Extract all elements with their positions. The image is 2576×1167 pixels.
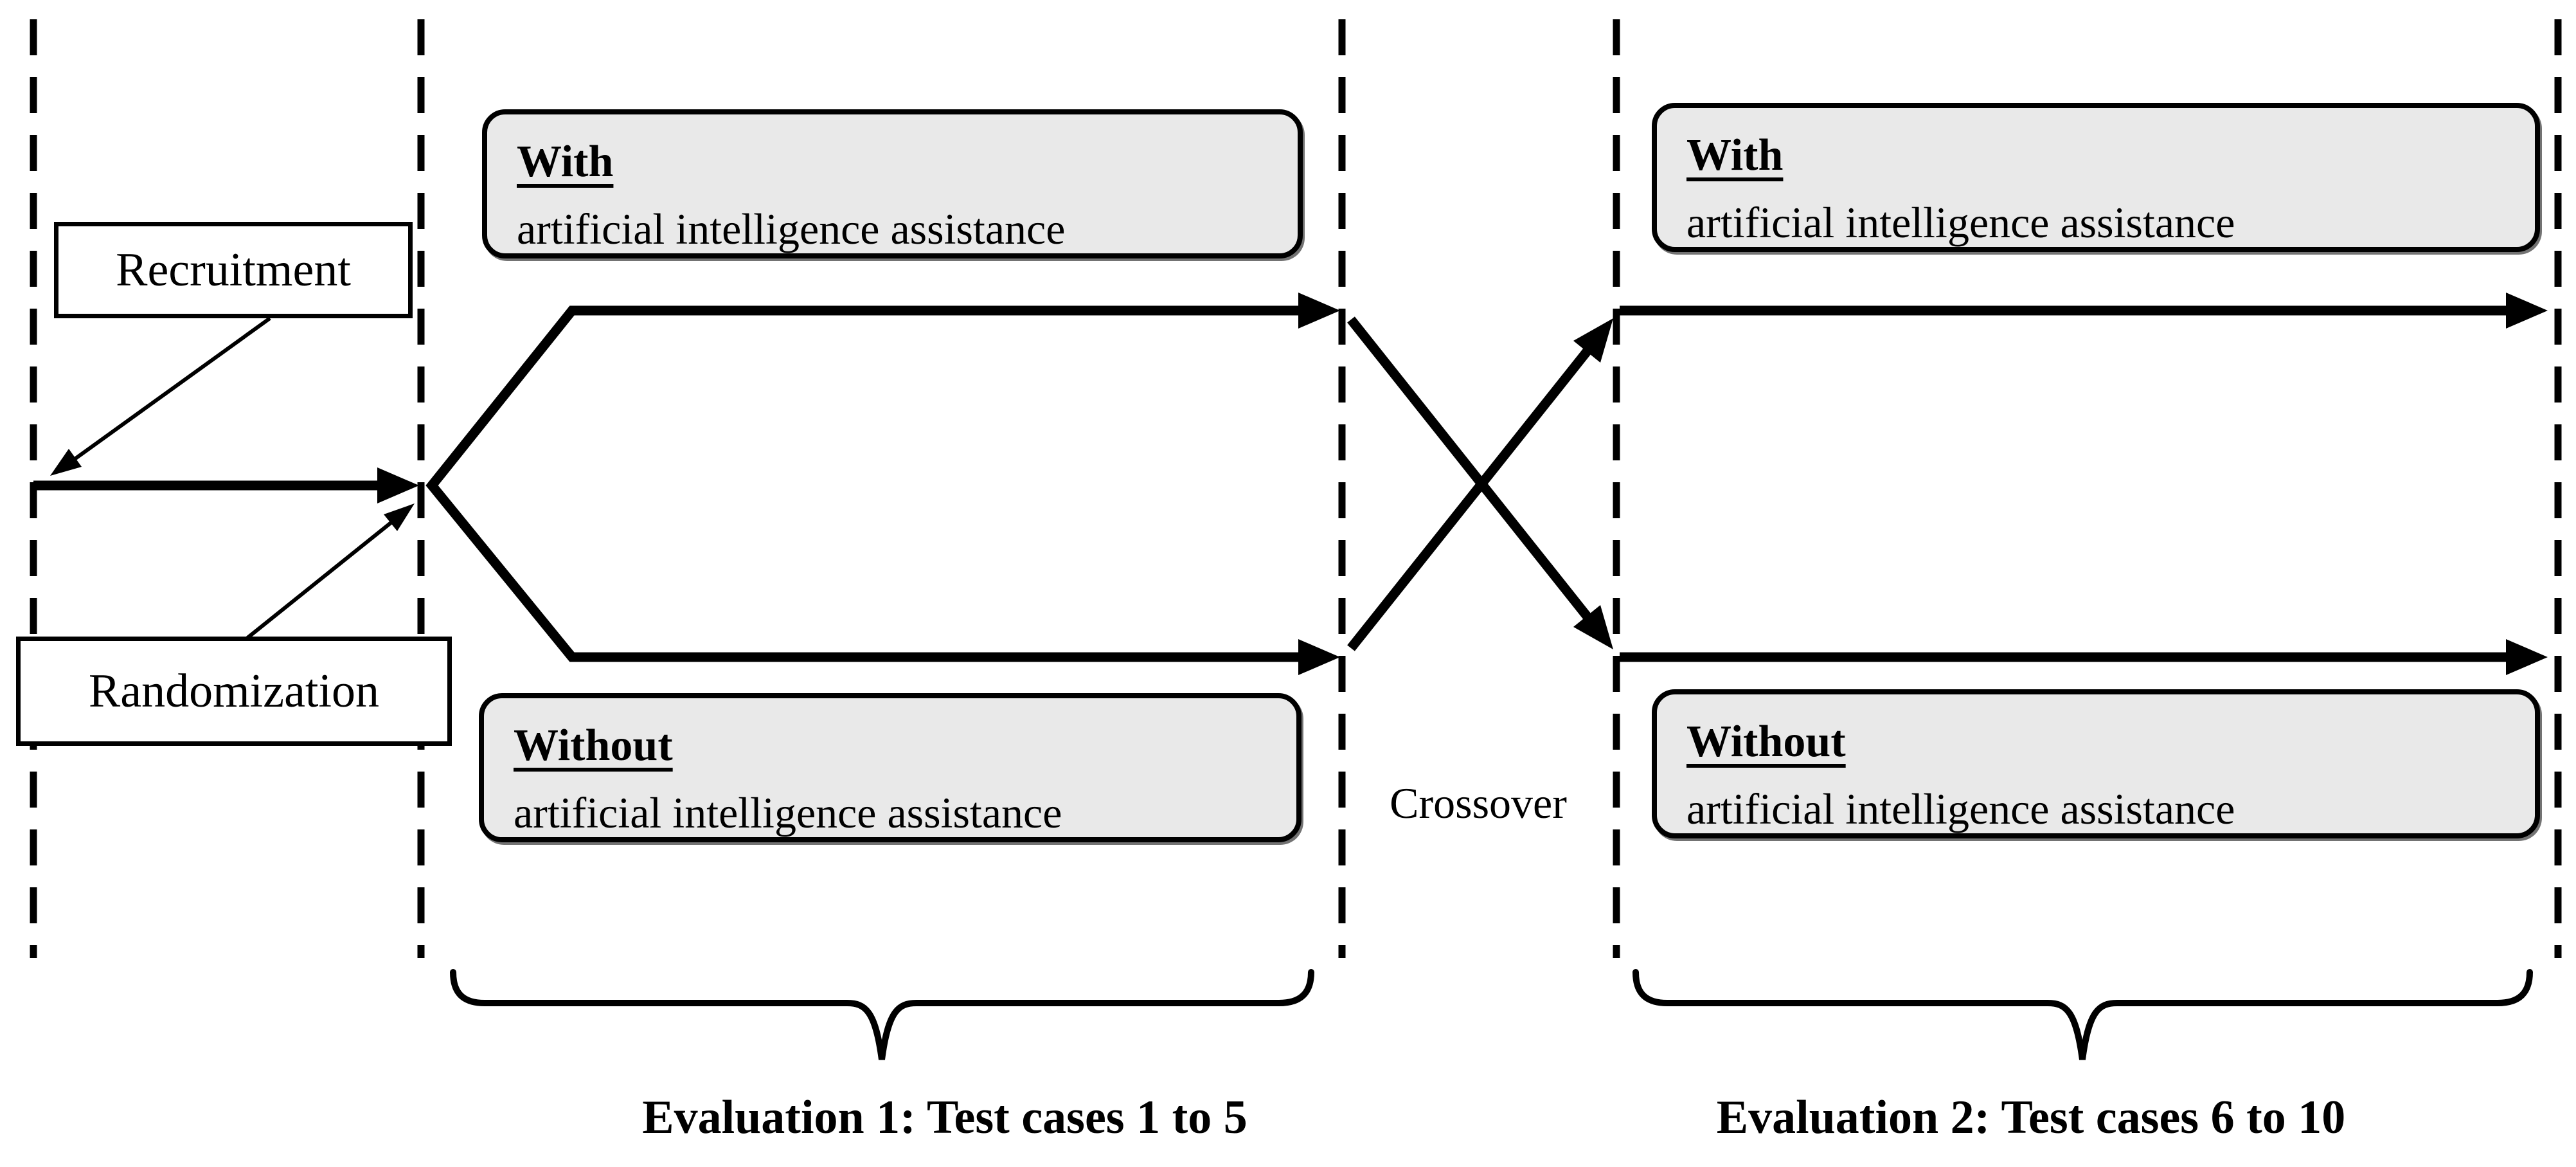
- randomization-callout-arrow: [246, 503, 415, 640]
- arm-subtitle-eval1-without: artificial intelligence assistance: [514, 788, 1062, 837]
- evaluation2-label: Evaluation 2: Test cases 6 to 10: [1716, 1091, 2346, 1144]
- eval1-top-arrowhead: [1298, 293, 1340, 329]
- arm-box-eval1-without: Without artificial intelligence assistan…: [479, 693, 1301, 842]
- arm-title-eval1-with: With: [517, 137, 614, 186]
- recruitment-callout-arrow: [50, 316, 271, 476]
- eval1-brace: [450, 969, 1314, 1060]
- eval1-bottom-arrowhead: [1298, 639, 1340, 675]
- arm-subtitle-eval2-without: artificial intelligence assistance: [1686, 784, 2235, 833]
- arm-subtitle-eval2-with: artificial intelligence assistance: [1686, 198, 2235, 247]
- crossover-label: Crossover: [1390, 779, 1567, 828]
- arm-title-eval2-with: With: [1686, 131, 1784, 180]
- arm-subtitle-eval1-with: artificial intelligence assistance: [517, 204, 1066, 253]
- arm-box-eval1-with: With artificial intelligence assistance: [482, 109, 1303, 258]
- recruitment-box: Recruitment: [54, 222, 413, 318]
- arm-box-eval2-with: With artificial intelligence assistance: [1652, 103, 2540, 252]
- arm-title-eval2-without: Without: [1686, 717, 1846, 766]
- eval2-brace: [1632, 969, 2533, 1060]
- eval2-bottom-arrow: [1620, 639, 2548, 675]
- recruitment-label: Recruitment: [116, 244, 351, 296]
- crossover-arrow-bottom-to-top: [1347, 318, 1613, 651]
- arm-box-eval2-without: Without artificial intelligence assistan…: [1652, 689, 2540, 838]
- evaluation1-label: Evaluation 1: Test cases 1 to 5: [642, 1091, 1248, 1144]
- randomization-box: Randomization: [16, 637, 452, 746]
- randomization-label: Randomization: [88, 665, 380, 718]
- eval2-top-arrow: [1620, 293, 2548, 329]
- arm-title-eval1-without: Without: [514, 721, 673, 770]
- crossover-arrow-top-to-bottom: [1347, 316, 1613, 649]
- entry-arrow: [33, 467, 419, 503]
- randomization-branch-arrows: [425, 293, 1340, 675]
